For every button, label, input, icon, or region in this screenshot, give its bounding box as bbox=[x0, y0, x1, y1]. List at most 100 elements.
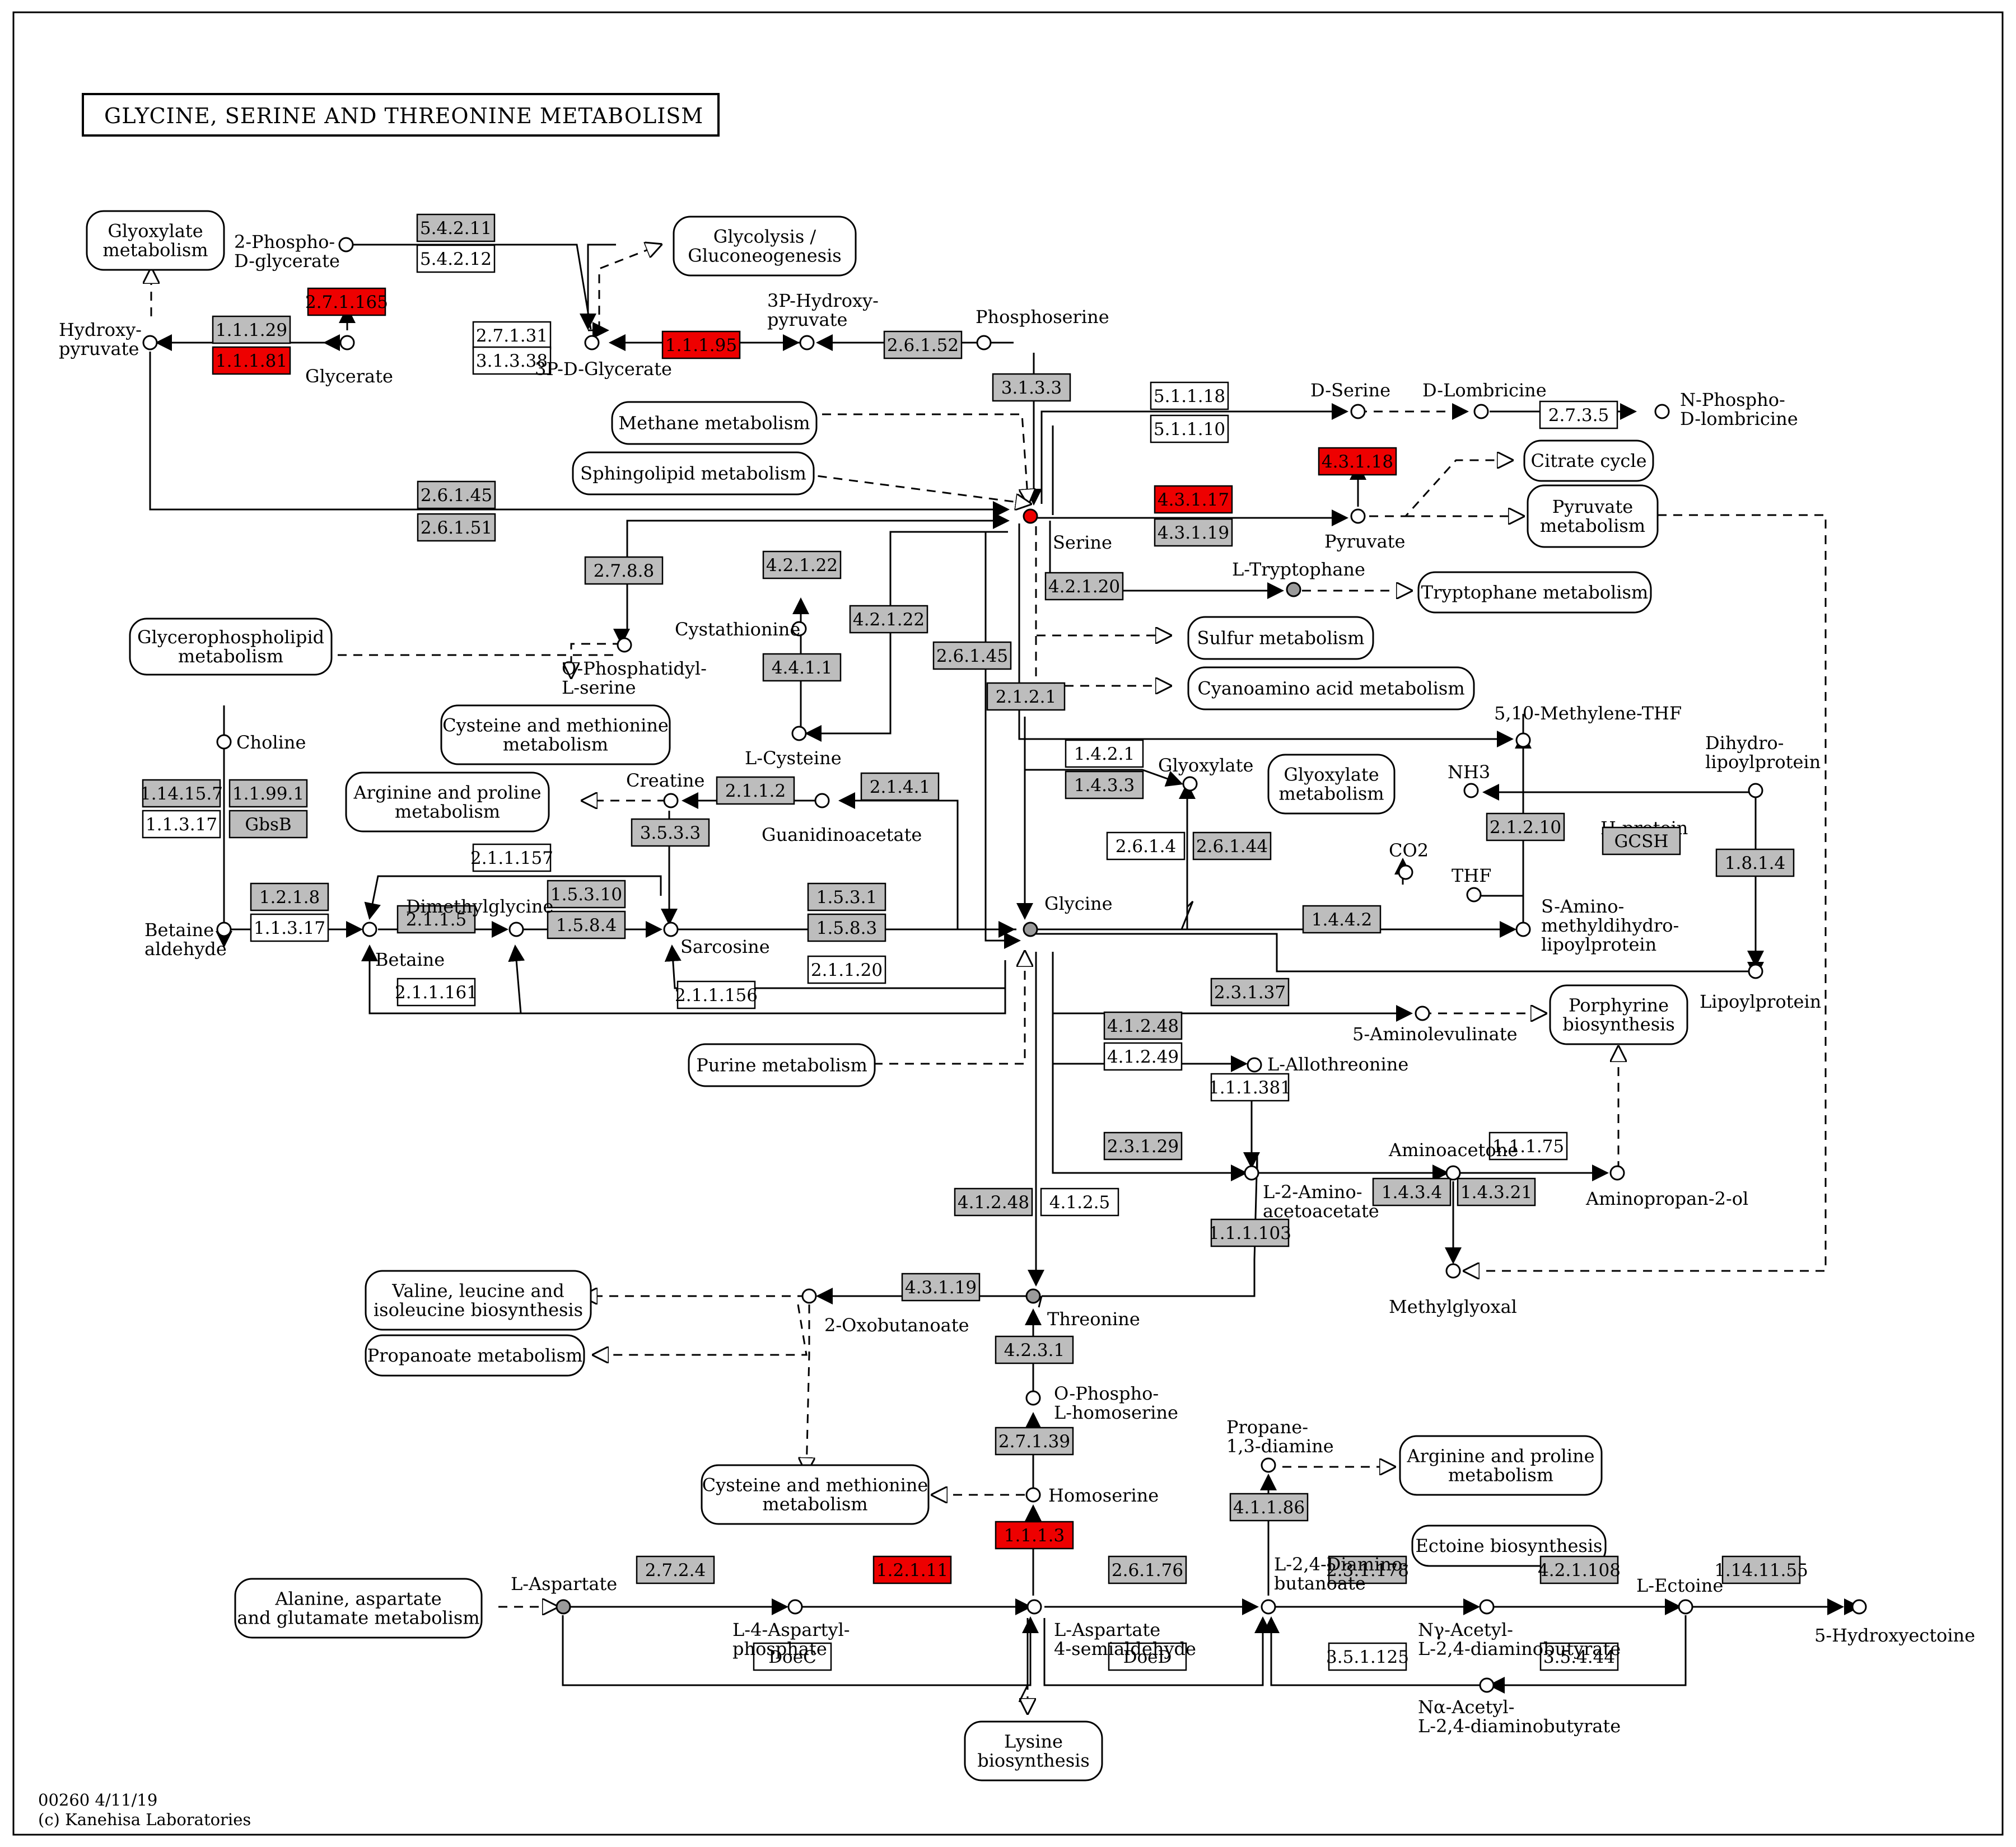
enzyme-box[interactable]: 4.2.1.22 bbox=[762, 550, 842, 579]
enzyme-box-rect[interactable] bbox=[901, 1273, 981, 1302]
pathway-map-link[interactable]: Purine metabolism bbox=[688, 1043, 876, 1087]
enzyme-box[interactable]: 4.3.1.17 bbox=[1154, 485, 1233, 514]
enzyme-box-rect[interactable] bbox=[1539, 400, 1618, 429]
enzyme-box-rect[interactable] bbox=[472, 843, 552, 872]
pathway-map-link[interactable]: Propanoate metabolism bbox=[365, 1334, 585, 1377]
enzyme-box[interactable]: 4.3.1.19 bbox=[901, 1273, 981, 1302]
enzyme-box[interactable]: GCSH bbox=[1602, 826, 1681, 855]
compound-node[interactable]: Homoserine bbox=[1025, 1485, 1159, 1506]
enzyme-box-rect[interactable] bbox=[753, 1642, 832, 1671]
compound-circle[interactable] bbox=[142, 335, 158, 350]
enzyme-box[interactable]: 2.6.1.45 bbox=[932, 641, 1012, 670]
compound-node[interactable]: L-Cysteine bbox=[745, 726, 842, 769]
enzyme-box-rect[interactable] bbox=[1715, 848, 1795, 877]
enzyme-box[interactable]: 1.2.1.8 bbox=[250, 882, 329, 911]
enzyme-box[interactable]: 4.2.1.108 bbox=[1538, 1555, 1621, 1584]
enzyme-box-rect[interactable] bbox=[762, 653, 842, 682]
enzyme-box[interactable]: 2.1.2.10 bbox=[1486, 812, 1565, 841]
compound-node[interactable]: Dihydro-lipoylprotein bbox=[1705, 732, 1821, 798]
enzyme-box[interactable]: 3.5.4.44 bbox=[1539, 1642, 1619, 1671]
enzyme-box-rect[interactable] bbox=[1108, 1642, 1187, 1671]
enzyme-box-rect[interactable] bbox=[1318, 447, 1397, 476]
enzyme-box[interactable]: 4.4.1.1 bbox=[762, 653, 842, 682]
compound-circle[interactable] bbox=[1445, 1165, 1461, 1181]
enzyme-box-rect[interactable] bbox=[995, 1335, 1074, 1364]
compound-circle[interactable] bbox=[663, 922, 679, 937]
enzyme-box[interactable]: 5.4.2.11 bbox=[416, 213, 496, 242]
enzyme-box[interactable]: 1.1.1.75 bbox=[1488, 1131, 1568, 1161]
compound-circle[interactable] bbox=[508, 922, 524, 937]
enzyme-box-rect[interactable] bbox=[1210, 1073, 1290, 1102]
enzyme-box-rect[interactable] bbox=[860, 772, 940, 801]
enzyme-box[interactable]: 2.3.1.37 bbox=[1210, 978, 1290, 1007]
enzyme-box-rect[interactable] bbox=[1457, 1177, 1536, 1207]
enzyme-box[interactable]: 2.1.1.2 bbox=[716, 776, 795, 805]
compound-circle[interactable] bbox=[617, 637, 632, 653]
pathway-box[interactable] bbox=[365, 1270, 592, 1331]
enzyme-box[interactable]: 2.7.2.4 bbox=[636, 1555, 715, 1584]
compound-circle[interactable] bbox=[1851, 1599, 1867, 1615]
compound-node[interactable]: Nα-Acetyl-L-2,4-diaminobutyrate bbox=[1418, 1677, 1621, 1737]
enzyme-box[interactable]: 1.4.3.21 bbox=[1457, 1177, 1536, 1207]
compound-circle[interactable] bbox=[1350, 508, 1366, 524]
enzyme-box[interactable]: 4.1.1.86 bbox=[1229, 1493, 1309, 1522]
enzyme-box[interactable]: 3.1.3.3 bbox=[992, 373, 1071, 402]
enzyme-box-rect[interactable] bbox=[417, 513, 496, 542]
compound-circle[interactable] bbox=[1678, 1599, 1693, 1615]
compound-node[interactable]: Cystathionine bbox=[675, 619, 807, 640]
enzyme-box[interactable]: 2.6.1.76 bbox=[1108, 1555, 1187, 1584]
enzyme-box[interactable]: 2.7.1.165 bbox=[305, 287, 388, 316]
compound-circle[interactable] bbox=[362, 922, 377, 937]
compound-node[interactable]: L-Allothreonine bbox=[1247, 1054, 1408, 1075]
enzyme-box-rect[interactable] bbox=[1539, 1642, 1619, 1671]
compound-circle[interactable] bbox=[1654, 404, 1670, 419]
compound-circle[interactable] bbox=[799, 335, 815, 350]
enzyme-box-rect[interactable] bbox=[631, 818, 710, 847]
enzyme-box[interactable]: 4.1.2.48 bbox=[1103, 1011, 1183, 1040]
enzyme-box-rect[interactable] bbox=[716, 776, 795, 805]
compound-circle[interactable] bbox=[339, 335, 355, 350]
compound-node[interactable]: Glycine bbox=[1023, 893, 1113, 937]
enzyme-box[interactable]: 1.4.3.4 bbox=[1372, 1177, 1452, 1207]
compound-circle[interactable] bbox=[791, 726, 807, 741]
enzyme-box-rect[interactable] bbox=[762, 550, 842, 579]
enzyme-box-rect[interactable] bbox=[995, 1521, 1074, 1550]
enzyme-box[interactable]: 1.4.4.2 bbox=[1302, 905, 1382, 934]
compound-node[interactable]: Threonine bbox=[1025, 1288, 1140, 1330]
pathway-box[interactable] bbox=[234, 1578, 483, 1639]
compound-circle[interactable] bbox=[1261, 1457, 1276, 1473]
compound-node[interactable]: Glycerate bbox=[305, 335, 393, 387]
enzyme-box-rect[interactable] bbox=[849, 605, 928, 634]
compound-circle[interactable] bbox=[1473, 404, 1489, 419]
compound-circle[interactable] bbox=[1748, 964, 1763, 979]
enzyme-box[interactable]: 1.4.3.3 bbox=[1065, 770, 1144, 799]
enzyme-box-rect[interactable] bbox=[1103, 1131, 1183, 1161]
pathway-map-link[interactable]: Sulfur metabolism bbox=[1187, 616, 1374, 660]
enzyme-box[interactable]: 4.2.1.20 bbox=[1044, 572, 1124, 601]
pathway-map-link[interactable]: Tryptophane metabolism bbox=[1417, 571, 1652, 614]
compound-circle[interactable] bbox=[1025, 1487, 1041, 1503]
enzyme-box-rect[interactable] bbox=[676, 980, 756, 1009]
enzyme-box[interactable]: 2.1.1.161 bbox=[395, 978, 478, 1007]
enzyme-box-rect[interactable] bbox=[1154, 518, 1233, 547]
compound-circle[interactable] bbox=[1415, 1006, 1430, 1021]
compound-circle[interactable] bbox=[814, 793, 830, 808]
enzyme-box[interactable]: 2.6.1.45 bbox=[417, 480, 496, 509]
enzyme-box-rect[interactable] bbox=[1065, 770, 1144, 799]
enzyme-box-rect[interactable] bbox=[1486, 812, 1565, 841]
compound-node[interactable]: Sarcosine bbox=[663, 922, 770, 957]
compound-circle[interactable] bbox=[1350, 404, 1366, 419]
compound-circle[interactable] bbox=[1515, 732, 1531, 748]
enzyme-box[interactable]: 2.1.4.1 bbox=[860, 772, 940, 801]
enzyme-box[interactable]: GbsB bbox=[228, 810, 308, 839]
compound-node[interactable]: N-Phospho-D-lombricine bbox=[1654, 389, 1798, 429]
pathway-box[interactable] bbox=[673, 216, 857, 277]
pathway-box[interactable] bbox=[964, 1720, 1103, 1781]
enzyme-box-rect[interactable] bbox=[416, 244, 496, 273]
compound-circle[interactable] bbox=[1023, 508, 1038, 524]
enzyme-box[interactable]: 2.1.1.5 bbox=[396, 905, 476, 934]
